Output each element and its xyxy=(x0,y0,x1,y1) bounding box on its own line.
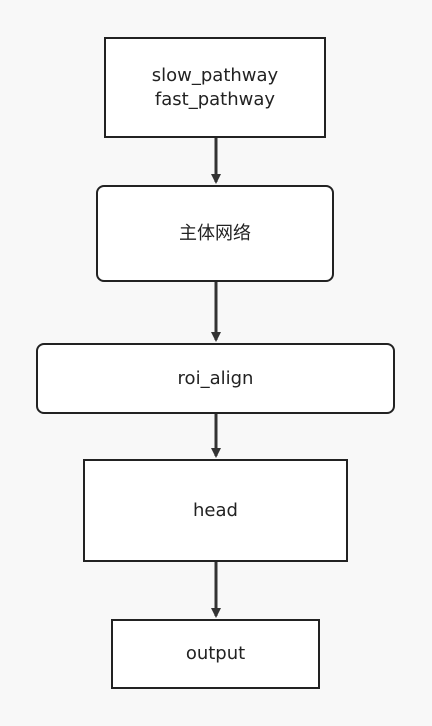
output-node-label: output xyxy=(185,643,246,664)
input-node-line-1: slow_pathway xyxy=(151,64,279,86)
input-node-labels: slow_pathway fast_pathway xyxy=(152,64,278,112)
backbone-node: 主体网络 xyxy=(96,185,334,282)
roi-align-node: roi_align xyxy=(36,343,395,414)
input-node: slow_pathway fast_pathway xyxy=(104,37,326,138)
input-node-line-2: fast_pathway xyxy=(154,88,276,110)
output-node: output xyxy=(111,619,320,689)
head-node: head xyxy=(83,459,348,562)
roi-align-node-label: roi_align xyxy=(177,367,254,389)
backbone-node-label: 主体网络 xyxy=(179,222,251,244)
head-node-label: head xyxy=(193,499,238,521)
